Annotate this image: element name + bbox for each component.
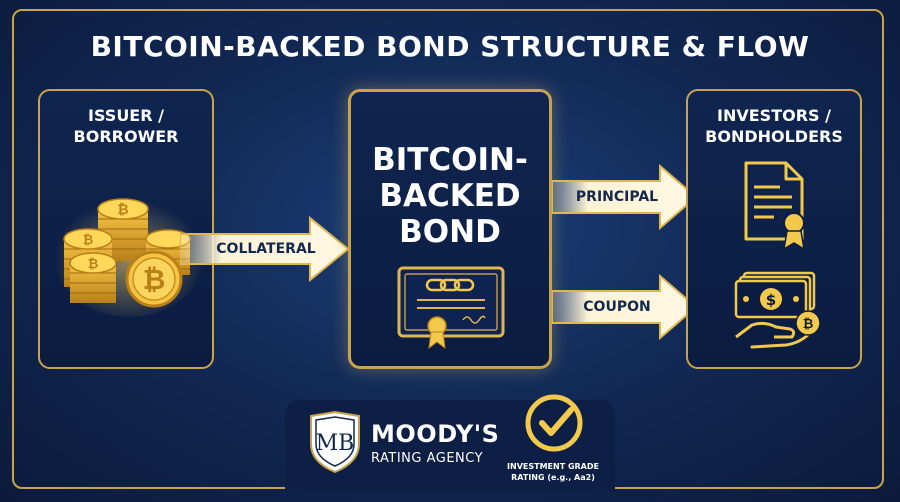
- investors-label-line2: BONDHOLDERS: [705, 127, 843, 146]
- bond-title-line2: BACKED: [379, 178, 521, 214]
- issuer-panel: ISSUER / BORROWER ₿: [38, 89, 214, 369]
- collateral-arrow: [180, 215, 350, 283]
- bond-panel: BITCOIN- BACKED BOND: [348, 89, 552, 369]
- bond-document-icon: [744, 161, 806, 251]
- checkmark-badge-icon: [525, 394, 583, 452]
- coupon-arrow: [552, 274, 698, 340]
- rating-caption: INVESTMENT GRADE RATING (e.g., Aa2): [497, 461, 609, 483]
- investors-panel: INVESTORS / BONDHOLDERS $ ₿: [686, 89, 862, 369]
- cash-bitcoin-hand-icon: $ ₿: [734, 271, 821, 349]
- bond-title-line1: BITCOIN-: [372, 142, 528, 178]
- bitcoin-coin-stack-icon: ₿ ₿ ₿ ₿: [54, 193, 204, 317]
- agency-name: MOODY'S: [371, 420, 500, 448]
- coupon-label: COUPON: [583, 299, 651, 315]
- svg-text:₿: ₿: [143, 263, 166, 296]
- agency-subtitle: RATING AGENCY: [371, 451, 484, 466]
- certificate-icon: [397, 266, 505, 350]
- svg-text:₿: ₿: [88, 257, 99, 272]
- issuer-label-line2: BORROWER: [73, 127, 179, 146]
- svg-text:₿: ₿: [83, 233, 94, 248]
- svg-text:$: $: [766, 291, 776, 309]
- collateral-label: COLLATERAL: [216, 241, 316, 257]
- bond-title-line3: BOND: [399, 214, 501, 250]
- principal-arrow: [552, 164, 698, 230]
- diagram-title: BITCOIN-BACKED BOND STRUCTURE & FLOW: [90, 30, 810, 63]
- rating-caption-line2: RATING (e.g., Aa2): [511, 473, 595, 482]
- svg-text:₿: ₿: [117, 202, 128, 218]
- rating-agency-box: MB MOODY'S RATING AGENCY INVESTMENT GRAD…: [285, 394, 615, 492]
- shield-monogram: MB: [316, 431, 355, 456]
- issuer-label-line1: ISSUER /: [88, 106, 164, 125]
- svg-text:₿: ₿: [803, 317, 814, 332]
- principal-label: PRINCIPAL: [575, 189, 659, 205]
- shield-logo-icon: MB: [310, 410, 360, 474]
- investors-label-line1: INVESTORS /: [717, 106, 831, 125]
- rating-caption-line1: INVESTMENT GRADE: [507, 462, 599, 471]
